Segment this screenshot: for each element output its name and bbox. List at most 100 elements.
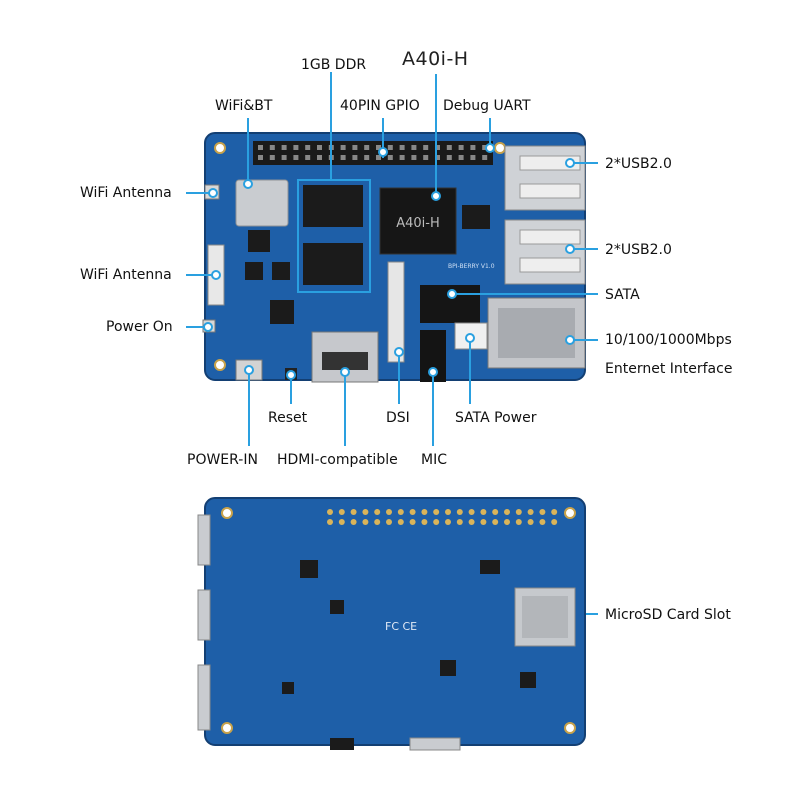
gpio-back-pin	[445, 509, 451, 515]
label-soc: A40i-H	[402, 48, 469, 70]
label-power-in: POWER-IN	[187, 452, 258, 468]
small-chip	[245, 262, 263, 280]
gpio-pin	[446, 155, 452, 160]
gpio-pin	[340, 155, 346, 160]
hdmi-port-inner	[322, 352, 368, 370]
gpio-pins	[258, 145, 488, 160]
gpio-pin	[458, 155, 464, 160]
gpio-back-pins	[327, 509, 558, 525]
gpio-pin	[435, 155, 440, 160]
gpio-pin	[305, 145, 311, 150]
gpio-pin	[258, 145, 263, 150]
gpio-back-pin	[504, 509, 510, 515]
gpio-back-pin	[539, 519, 546, 525]
gpio-back-pin	[350, 519, 357, 525]
bottom-pcb	[205, 498, 585, 745]
back-chip	[520, 672, 536, 688]
gpio-back-pin	[468, 509, 475, 515]
gpio-back-pin	[456, 519, 463, 525]
label-ethernet-line1: 10/100/1000Mbps	[605, 332, 732, 348]
gpio-pin	[352, 155, 358, 160]
label-wifi-bt: WiFi&BT	[215, 98, 273, 114]
gpio-back-pin	[362, 509, 369, 515]
gpio-back-pin	[350, 509, 357, 515]
gpio-back-pin	[397, 519, 404, 525]
gpio-back-pin	[468, 519, 475, 525]
gpio-pin	[411, 145, 417, 150]
gpio-pin	[281, 155, 287, 160]
mount-hole	[214, 142, 226, 154]
gpio-pin	[446, 145, 452, 150]
ddr-chip-1	[303, 185, 363, 227]
label-microsd: MicroSD Card Slot	[605, 607, 731, 623]
gpio-back-pin	[409, 519, 416, 525]
usb-port-edge	[197, 589, 211, 641]
back-chip	[440, 660, 456, 676]
gpio-back-pin	[362, 519, 369, 525]
gpio-back-pin	[374, 519, 381, 525]
label-wifi-antenna-1: WiFi Antenna	[80, 185, 172, 201]
gpio-back-pin	[539, 509, 546, 515]
gpio-pin	[305, 155, 311, 160]
gpio-pin	[423, 155, 429, 160]
bottom-board: FC CE	[197, 497, 586, 751]
callout-dot	[565, 335, 575, 345]
callout-dot	[208, 188, 218, 198]
fc-mark: FC CE	[385, 620, 417, 633]
gpio-pin	[411, 155, 417, 160]
gpio-back-pin	[551, 509, 558, 515]
label-usb-top: 2*USB2.0	[605, 156, 672, 172]
gpio-header	[253, 141, 493, 165]
callout-dot	[447, 289, 457, 299]
usb-port-edge	[197, 514, 211, 566]
soc-chip	[379, 187, 457, 255]
label-ethernet-line2: Enternet Interface	[605, 361, 733, 377]
gpio-pin	[482, 155, 488, 160]
label-sata: SATA	[605, 287, 640, 303]
callout-dot	[378, 147, 388, 157]
gpio-back-pin	[445, 519, 451, 525]
gpio-back-pin	[492, 519, 499, 525]
ethernet-port-inner	[498, 308, 575, 358]
gpio-pin	[470, 145, 476, 150]
label-gpio: 40PIN GPIO	[340, 98, 420, 114]
callout-dot	[340, 367, 350, 377]
gpio-back-pin	[527, 509, 534, 515]
callout-dot	[244, 365, 254, 375]
gpio-pin	[269, 145, 275, 150]
gpio-back-pin	[327, 519, 333, 525]
usb-port-bottom-slot	[519, 229, 581, 245]
bottom-edge-connector	[409, 737, 461, 751]
small-chip	[270, 300, 294, 324]
pmic-chip	[248, 230, 270, 252]
gpio-back-pin	[504, 519, 510, 525]
gpio-back-pin	[480, 509, 487, 515]
gpio-pin	[470, 155, 476, 160]
gpio-pin	[376, 155, 381, 160]
dsi-connector	[387, 261, 405, 363]
gpio-pin	[482, 145, 488, 150]
gpio-pin	[258, 155, 263, 160]
gpio-back-pin	[515, 519, 522, 525]
gpio-back-pin	[386, 509, 392, 515]
gpio-pin	[399, 145, 405, 150]
gpio-back-pin	[456, 509, 463, 515]
gpio-pin	[435, 145, 440, 150]
ethernet-port-edge	[197, 664, 211, 731]
usb-port-bottom-slot	[519, 257, 581, 273]
gpio-pin	[376, 145, 381, 150]
gpio-back-pin	[338, 519, 345, 525]
mount-hole	[564, 722, 576, 734]
bottom-edge-connector	[330, 738, 354, 750]
callout-dot	[428, 367, 438, 377]
label-wifi-antenna-2: WiFi Antenna	[80, 267, 172, 283]
label-debug-uart: Debug UART	[443, 98, 531, 114]
emmc-chip	[462, 205, 490, 229]
gpio-back-pin	[397, 509, 404, 515]
soc-chip-text: A40i-H	[396, 216, 440, 231]
gpio-pin	[364, 145, 370, 150]
ddr-callout-frame	[297, 179, 371, 293]
callout-dot	[211, 270, 221, 280]
